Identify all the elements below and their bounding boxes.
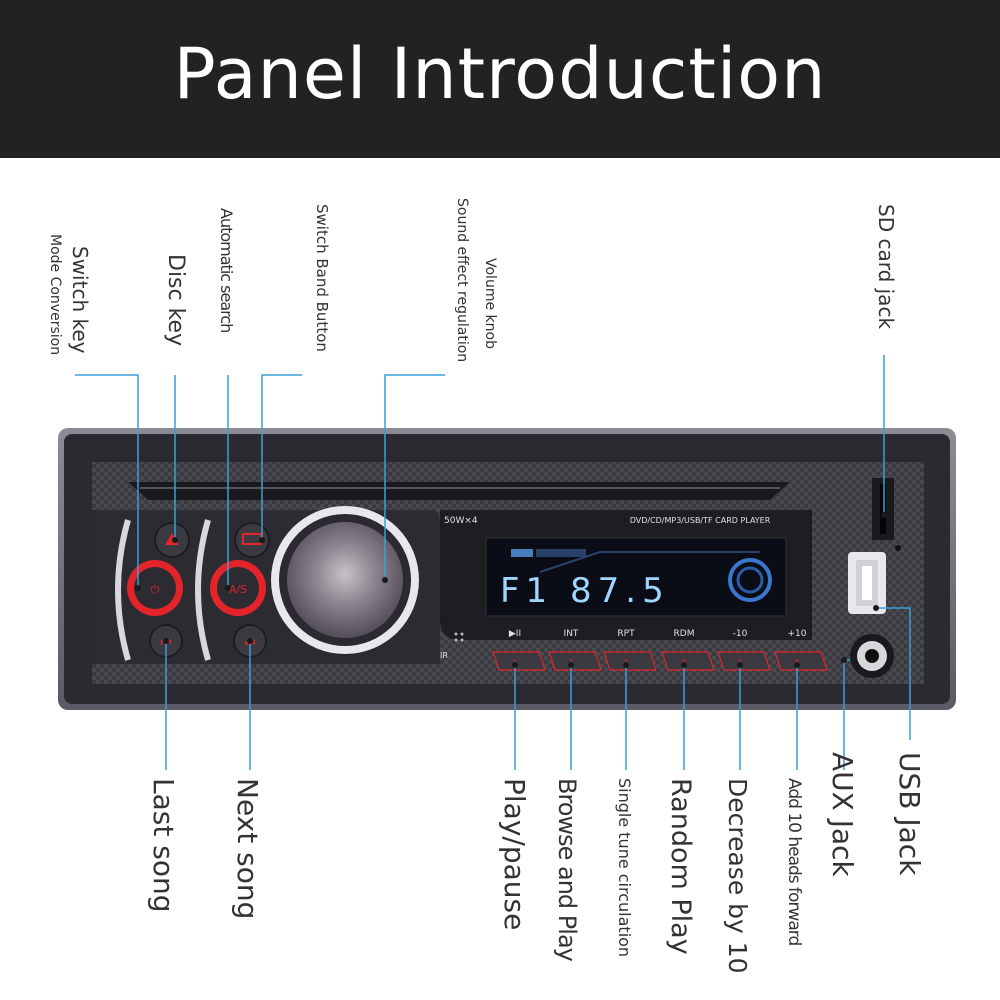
leader-switch-band bbox=[261, 374, 302, 540]
label-disc-key: Disc key bbox=[163, 254, 188, 347]
svg-text:A/S: A/S bbox=[229, 583, 247, 596]
preset-button-5[interactable]: 5 bbox=[717, 651, 771, 671]
function-labels: ▶II INT RPT RDM -10 +10 bbox=[509, 629, 807, 639]
volume-knob[interactable] bbox=[271, 506, 419, 654]
lcd-display: F1 87.5 bbox=[485, 537, 787, 617]
mode-switch-button[interactable]: ⏻ bbox=[127, 560, 183, 616]
label-switch-key: Switch key bbox=[68, 246, 92, 354]
svg-text:⏻: ⏻ bbox=[151, 583, 160, 596]
leader-usb-jack bbox=[876, 607, 911, 740]
leader-volume-knob bbox=[384, 374, 445, 580]
usb-port[interactable] bbox=[848, 552, 886, 614]
preset-button-1[interactable]: 1 bbox=[492, 651, 546, 671]
brand-label: DVD/CD/MP3/USB/TF CARD PLAYER bbox=[630, 516, 771, 525]
label-last-song: Last song bbox=[147, 778, 180, 913]
label-sd-card-jack: SD card jack bbox=[874, 204, 898, 330]
function-label: RDM bbox=[674, 629, 695, 639]
label-volume-knob: Volume knob bbox=[482, 258, 498, 349]
leader-endpoints bbox=[135, 512, 887, 668]
label-sound-effect: Sound effect regulation bbox=[454, 198, 470, 363]
sd-card-slot[interactable] bbox=[872, 478, 901, 551]
label-automatic-search: Automatic search bbox=[217, 208, 236, 333]
frequency-readout: F1 87.5 bbox=[500, 571, 670, 611]
function-label: ▶II bbox=[509, 629, 521, 639]
leader-lines bbox=[75, 355, 911, 770]
preset-button-6[interactable]: 6 bbox=[774, 651, 828, 671]
label-single-tune: Single tune circulation bbox=[615, 778, 634, 958]
preset-buttons: 123 4 5 6 bbox=[492, 651, 828, 671]
label-usb-jack: USB Jack bbox=[893, 752, 926, 876]
aux-port[interactable] bbox=[850, 634, 894, 678]
auto-search-button[interactable]: A/S bbox=[210, 560, 266, 616]
page-title: Panel Introduction bbox=[173, 33, 827, 115]
disc-slot bbox=[128, 482, 790, 500]
function-label: INT bbox=[564, 629, 579, 639]
label-add-10: Add 10 heads forward bbox=[784, 778, 804, 946]
leader-switch-key bbox=[75, 374, 139, 588]
label-decrease-10: Decrease by 10 bbox=[723, 778, 752, 974]
function-label: RPT bbox=[617, 629, 635, 639]
label-browse-play: Browse and Play bbox=[553, 778, 581, 961]
preset-button-4[interactable]: 4 bbox=[661, 651, 715, 671]
preset-number: 6 bbox=[795, 658, 800, 666]
preset-button-2[interactable]: 2 bbox=[548, 651, 602, 671]
power-rating: 50W×4 bbox=[444, 516, 478, 526]
label-play-pause: Play/pause bbox=[498, 778, 531, 931]
preset-button-3[interactable]: 3 bbox=[603, 651, 657, 671]
label-random-play: Random Play bbox=[665, 778, 696, 955]
preset-number: 4 bbox=[682, 658, 687, 666]
switch-band-button[interactable] bbox=[234, 522, 270, 558]
function-label: +10 bbox=[788, 629, 807, 639]
function-label: -10 bbox=[733, 629, 748, 639]
label-switch-band: Switch Band Button bbox=[313, 204, 331, 352]
title-banner: Panel Introduction bbox=[0, 0, 1000, 158]
label-mode-conversion: Mode Conversion bbox=[47, 234, 63, 356]
label-next-song: Next song bbox=[231, 778, 264, 920]
ir-label: IR bbox=[440, 651, 448, 660]
label-aux-jack: AUX Jack bbox=[826, 752, 859, 877]
